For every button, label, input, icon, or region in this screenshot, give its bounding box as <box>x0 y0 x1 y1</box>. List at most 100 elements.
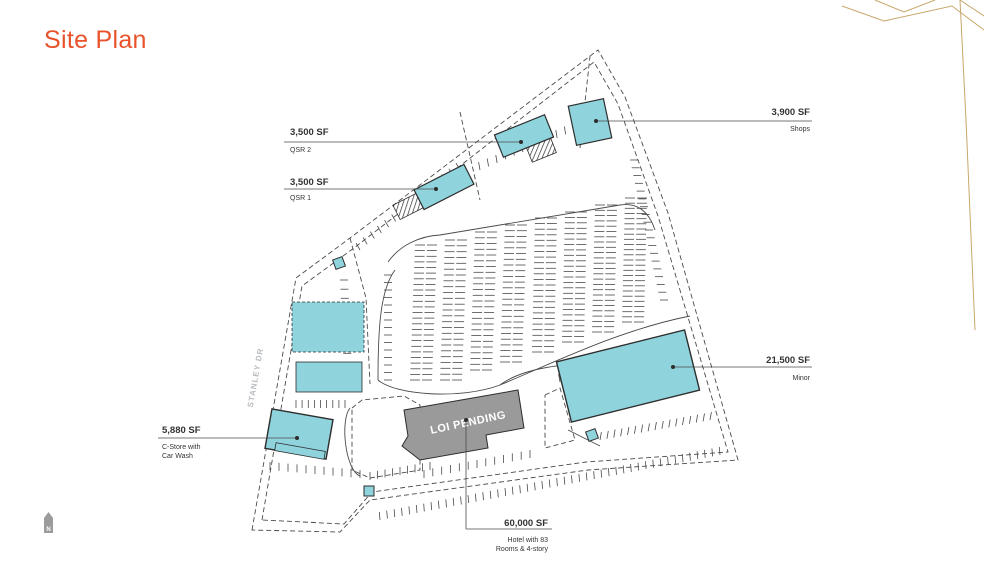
parking-stall-line <box>391 214 397 222</box>
qsr2-desc-label: QSR 2 <box>290 147 311 154</box>
parking-stall-line <box>423 503 425 512</box>
parking-stall-line <box>593 471 595 480</box>
parking-stall-line <box>555 129 558 138</box>
parking-stall-line <box>682 417 685 426</box>
parking-stall-line <box>702 413 705 422</box>
parking-stall-line <box>637 462 640 471</box>
parking-stall-line <box>393 509 396 518</box>
parking-stall-line <box>384 219 389 228</box>
parking-stall-line <box>659 458 662 467</box>
parking-stall-line <box>497 489 499 498</box>
parking-stall-line <box>362 237 368 245</box>
callout-cstore: 5,880 SF C-Store with Car Wash <box>158 425 299 460</box>
parking-stall-line <box>486 158 489 167</box>
parking-stall-line <box>504 487 507 497</box>
parking-stall-line <box>430 502 433 511</box>
parking-stall-line <box>478 162 481 171</box>
hotel-desc-line2: Rooms & 4-story <box>496 546 549 553</box>
parking-stall-line <box>408 506 410 515</box>
parking-stall-line <box>526 483 529 492</box>
parking-stall-line <box>645 461 647 470</box>
north-arrow-icon: N <box>44 512 53 533</box>
fuel-canopy <box>291 301 365 393</box>
building-cstore <box>264 408 334 460</box>
parking-stall-line <box>718 446 721 456</box>
parking-stall-line <box>681 454 684 463</box>
shops-area-label: 3,900 SF <box>771 107 810 118</box>
building-qsr1 <box>392 163 475 221</box>
callout-qsr2: 3,500 SF QSR 2 <box>284 127 523 154</box>
parking-stall-line <box>622 465 625 474</box>
parking-stall-line <box>599 432 602 441</box>
parking-stall-line <box>695 414 698 423</box>
qsr2-area-label: 3,500 SF <box>290 127 329 138</box>
building-minor <box>555 329 701 423</box>
parking-stall-line <box>401 507 403 516</box>
parking-stall-line <box>606 430 609 439</box>
parking-stall-line <box>475 493 477 502</box>
parking-stall-line <box>620 428 623 437</box>
parking-stall-line <box>511 486 514 495</box>
parking-stall-line <box>452 497 455 506</box>
parking-stall-line <box>541 480 543 489</box>
parking-stall-line <box>615 466 617 475</box>
callout-qsr1: 3,500 SF QSR 1 <box>284 177 438 202</box>
parking-stall-line <box>608 468 610 477</box>
parking-stall-line <box>661 420 664 429</box>
parking-stall-line <box>467 495 470 504</box>
parking-stall-line <box>627 427 630 436</box>
parking-stall-line <box>600 469 603 478</box>
parking-stall-line <box>704 449 706 458</box>
parking-stall-line <box>369 231 375 239</box>
minor-area-label: 21,500 SF <box>766 355 810 366</box>
parking-stall-line <box>438 500 440 509</box>
dumpster-pads <box>331 255 600 497</box>
parking-stall-line <box>667 456 669 465</box>
parking-stall-line <box>548 479 551 488</box>
parking-stall-line <box>556 478 558 487</box>
parking-stall-line <box>668 419 671 428</box>
building-qsr2 <box>493 113 557 163</box>
parking-stall-line <box>460 496 462 505</box>
corner-decoration <box>841 0 984 331</box>
parking-stall-line <box>585 472 588 481</box>
parking-stall-line <box>378 511 381 521</box>
page-title: Site Plan <box>44 26 147 54</box>
north-label: N <box>46 527 50 533</box>
building-hotel-pending: LOI PENDING <box>401 389 525 461</box>
parking-stall-line <box>654 422 657 431</box>
minor-desc-label: Minor <box>792 375 810 382</box>
parking-stall-line <box>675 418 678 427</box>
parking-stall-line <box>482 492 484 501</box>
callout-hotel: 60,000 SF Hotel with 83 Rooms & 4-story <box>464 418 552 553</box>
cstore-desc-line2: Car Wash <box>162 453 193 460</box>
parking-stall-line <box>445 499 447 508</box>
parking-stall-line <box>647 423 650 432</box>
parking-stall-line <box>689 452 691 461</box>
parking-stall-line <box>630 463 632 473</box>
drive-aisles <box>344 204 691 477</box>
parking-stall-line <box>534 482 536 491</box>
parking-stall-line <box>711 448 713 457</box>
parking-stall-line <box>674 455 677 464</box>
parking-stall-line <box>415 504 418 513</box>
street-label: STANLEY DR <box>246 347 265 408</box>
parking-stall-line <box>652 459 654 468</box>
parking-stall-line <box>489 490 492 499</box>
callout-shops: 3,900 SF Shops <box>594 107 812 133</box>
hotel-area-label: 60,000 SF <box>504 518 548 529</box>
parking-stall-line <box>613 429 616 438</box>
parking-stall-line <box>689 415 692 424</box>
parking-stall-line <box>563 476 566 485</box>
parking-stall-line <box>563 126 567 135</box>
cstore-desc-line1: C-Store with <box>162 444 201 451</box>
parking-stall-line <box>696 451 699 460</box>
qsr1-desc-label: QSR 1 <box>290 195 311 202</box>
parking-stall-line <box>377 225 382 234</box>
parking-stall-line <box>578 473 580 482</box>
building-shops <box>567 97 613 147</box>
parking-stall-line <box>355 242 361 251</box>
cstore-area-label: 5,880 SF <box>162 425 201 436</box>
parking-stall-line <box>634 425 637 434</box>
